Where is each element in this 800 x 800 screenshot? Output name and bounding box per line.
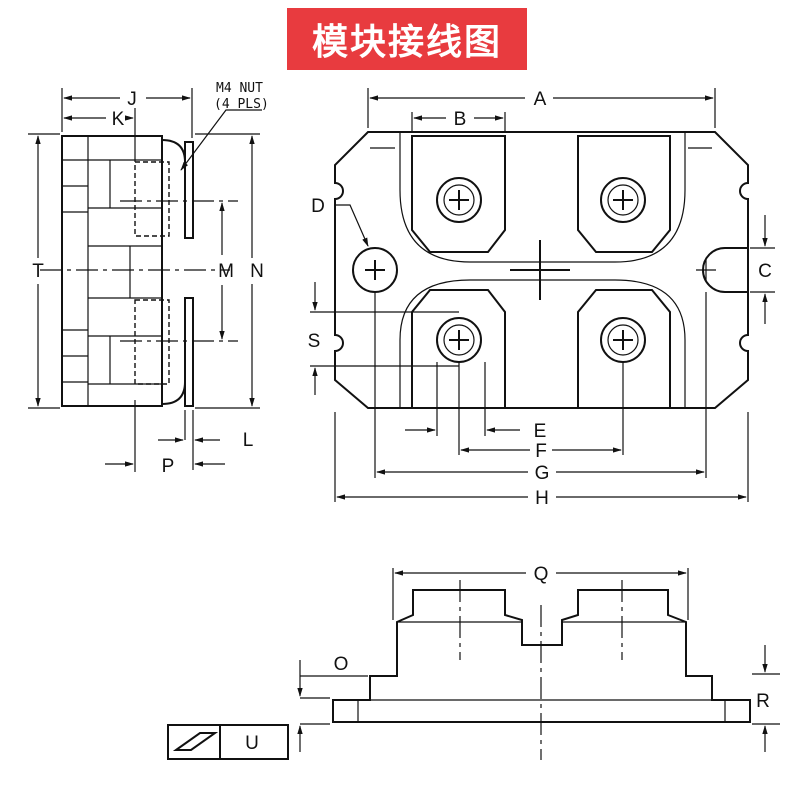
dim-label-U: U (245, 733, 259, 754)
side-view (28, 88, 260, 472)
dim-label-O: O (334, 654, 349, 675)
dim-label-Q: Q (534, 564, 549, 585)
dim-label-H: H (535, 488, 549, 509)
dim-label-E: E (534, 421, 547, 442)
dim-label-M: M (218, 261, 234, 282)
top-view (310, 88, 775, 502)
dimension-lines (35, 95, 768, 752)
nut-note-line1: M4 NUT (216, 81, 263, 96)
dim-label-S: S (308, 331, 321, 352)
dim-label-T: T (32, 261, 44, 282)
nut-note-line2: (4 PLS) (214, 97, 269, 112)
dim-label-C: C (758, 261, 772, 282)
dim-label-G: G (535, 463, 550, 484)
dim-label-D: D (311, 196, 325, 217)
dim-label-P: P (162, 456, 175, 477)
dim-label-J: J (127, 89, 137, 110)
dim-label-F: F (535, 441, 547, 462)
dim-label-K: K (112, 109, 125, 130)
flatness-tolerance-frame (167, 724, 289, 760)
diagram-title: 模块接线图 (287, 8, 527, 70)
dim-label-N: N (250, 261, 264, 282)
dim-label-A: A (534, 89, 547, 110)
dim-label-L: L (243, 430, 254, 451)
dim-label-B: B (454, 109, 467, 130)
flatness-icon (172, 732, 219, 751)
dim-label-R: R (756, 691, 770, 712)
front-view (300, 568, 780, 760)
